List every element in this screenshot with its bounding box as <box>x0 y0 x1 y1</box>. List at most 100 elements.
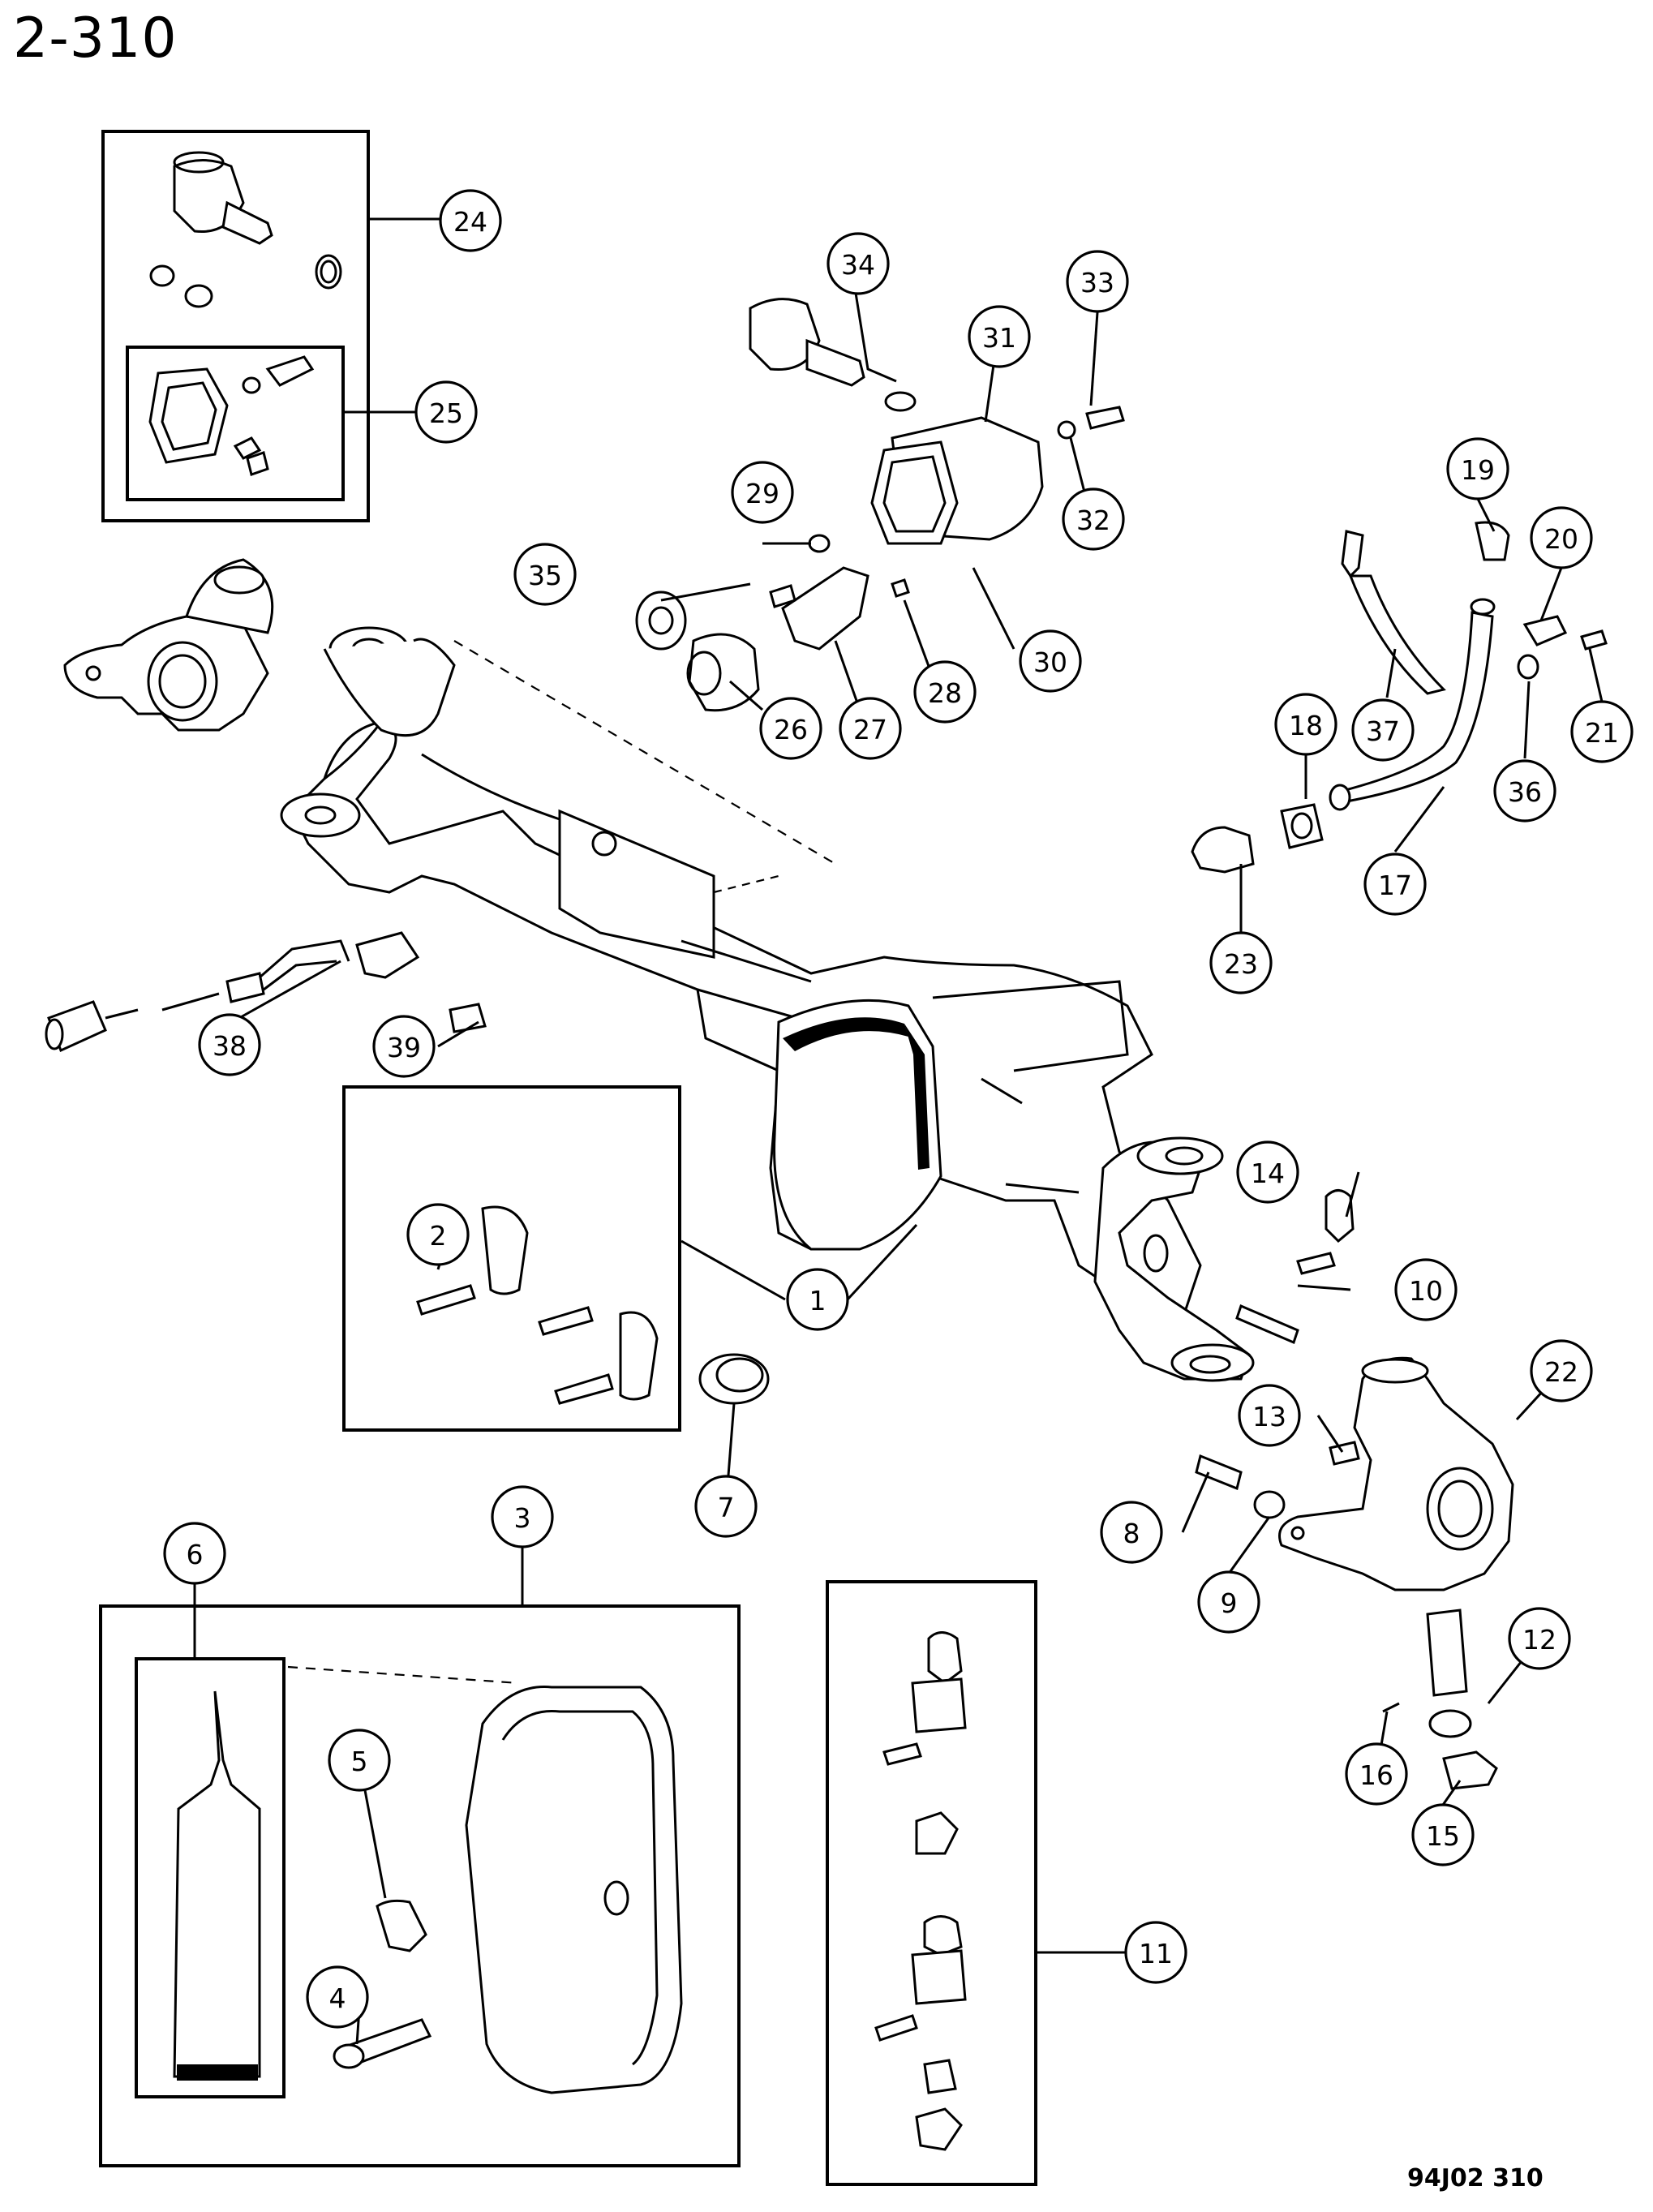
vent-tube-parts <box>1191 521 1608 874</box>
callout-label: 24 <box>453 206 487 238</box>
callout-8: 8 <box>1100 1501 1163 1564</box>
callout-label: 20 <box>1544 523 1578 555</box>
callout-label: 32 <box>1076 505 1110 536</box>
callout-28: 28 <box>913 660 977 724</box>
group-box-11 <box>826 1580 1037 2186</box>
callout-label: 4 <box>329 1982 346 2014</box>
callout-24: 24 <box>439 189 502 252</box>
callout-23: 23 <box>1209 931 1273 994</box>
callout-39: 39 <box>372 1015 436 1078</box>
ball-joint-group <box>874 1631 967 2151</box>
callout-label: 21 <box>1585 717 1619 749</box>
callout-label: 30 <box>1033 646 1067 678</box>
callout-22: 22 <box>1530 1339 1593 1402</box>
callout-21: 21 <box>1570 700 1634 763</box>
callout-label: 25 <box>429 397 463 429</box>
callout-label: 23 <box>1224 948 1258 980</box>
callout-label: 34 <box>841 249 875 281</box>
shift-motor-parts <box>749 298 1125 545</box>
callout-34: 34 <box>826 232 890 295</box>
sensor-parts <box>45 931 487 1053</box>
callout-33: 33 <box>1066 250 1129 313</box>
callout-label: 2 <box>430 1220 447 1252</box>
callout-label: 37 <box>1366 715 1400 747</box>
callout-label: 31 <box>982 322 1016 354</box>
callout-25: 25 <box>414 380 478 444</box>
callout-14: 14 <box>1236 1140 1299 1204</box>
callout-38: 38 <box>198 1013 261 1076</box>
callout-37: 37 <box>1351 698 1415 762</box>
group-box-3 <box>99 1604 741 2167</box>
group-box-24 <box>101 130 370 522</box>
callout-31: 31 <box>968 305 1031 368</box>
sealant-tube <box>173 1690 261 2081</box>
callout-label: 13 <box>1252 1401 1286 1432</box>
callout-label: 11 <box>1139 1938 1173 1969</box>
axle-housing <box>280 626 1255 1382</box>
callout-label: 26 <box>774 714 808 745</box>
callout-label: 33 <box>1080 267 1114 299</box>
callout-18: 18 <box>1274 693 1337 756</box>
callout-label: 9 <box>1221 1587 1238 1619</box>
callout-label: 1 <box>809 1285 826 1316</box>
callout-3: 3 <box>491 1485 554 1548</box>
callout-label: 35 <box>528 560 562 591</box>
callout-2: 2 <box>406 1203 470 1266</box>
group-box-25 <box>126 346 345 501</box>
callout-label: 29 <box>745 478 779 509</box>
callout-1: 1 <box>786 1268 849 1331</box>
callout-label: 12 <box>1522 1624 1556 1656</box>
shift-collar-parts <box>635 534 910 712</box>
callout-label: 15 <box>1426 1820 1460 1852</box>
diff-cover-group <box>287 1665 683 2094</box>
callout-26: 26 <box>759 697 822 760</box>
left-steering-knuckle <box>63 558 274 732</box>
callout-17: 17 <box>1363 853 1427 916</box>
gasket-kit-25 <box>148 355 315 476</box>
callout-label: 19 <box>1461 454 1495 486</box>
callout-label: 22 <box>1544 1356 1578 1388</box>
callout-13: 13 <box>1238 1384 1301 1447</box>
right-steering-knuckle <box>1278 1356 1514 1591</box>
group-box-1 <box>342 1085 681 1432</box>
callout-15: 15 <box>1411 1803 1475 1866</box>
vacuum-motor-assembly <box>149 151 342 308</box>
callout-label: 17 <box>1378 870 1412 901</box>
callout-label: 27 <box>853 714 887 745</box>
callout-16: 16 <box>1345 1742 1408 1806</box>
bearing-cap-bolts <box>408 1205 659 1405</box>
callout-label: 28 <box>928 677 962 709</box>
callout-10: 10 <box>1394 1258 1458 1321</box>
callout-label: 36 <box>1508 776 1542 808</box>
callout-6: 6 <box>163 1522 226 1585</box>
callout-label: 39 <box>387 1032 421 1063</box>
callout-label: 8 <box>1123 1518 1140 1549</box>
callout-label: 18 <box>1289 710 1323 741</box>
callout-label: 14 <box>1251 1158 1285 1189</box>
callout-7: 7 <box>694 1475 758 1538</box>
callout-label: 3 <box>514 1502 531 1534</box>
callout-12: 12 <box>1508 1607 1571 1670</box>
callout-label: 10 <box>1409 1275 1443 1307</box>
callout-27: 27 <box>839 697 902 760</box>
callout-32: 32 <box>1062 487 1125 551</box>
callout-36: 36 <box>1493 759 1556 823</box>
figure-code: 94J02 310 <box>1407 2164 1544 2193</box>
callout-label: 7 <box>718 1492 735 1523</box>
callout-35: 35 <box>513 543 577 606</box>
callout-11: 11 <box>1124 1921 1187 1984</box>
callout-5: 5 <box>328 1729 391 1792</box>
page-title: 2-310 <box>13 6 178 71</box>
callout-label: 38 <box>213 1030 247 1062</box>
callout-9: 9 <box>1197 1570 1260 1634</box>
callout-20: 20 <box>1530 506 1593 569</box>
callout-label: 16 <box>1359 1759 1393 1791</box>
callout-label: 5 <box>351 1746 368 1777</box>
callout-4: 4 <box>306 1965 369 2029</box>
callout-19: 19 <box>1446 437 1509 500</box>
group-box-6 <box>135 1657 286 2098</box>
axle-seal <box>698 1353 770 1405</box>
callout-29: 29 <box>731 461 794 524</box>
